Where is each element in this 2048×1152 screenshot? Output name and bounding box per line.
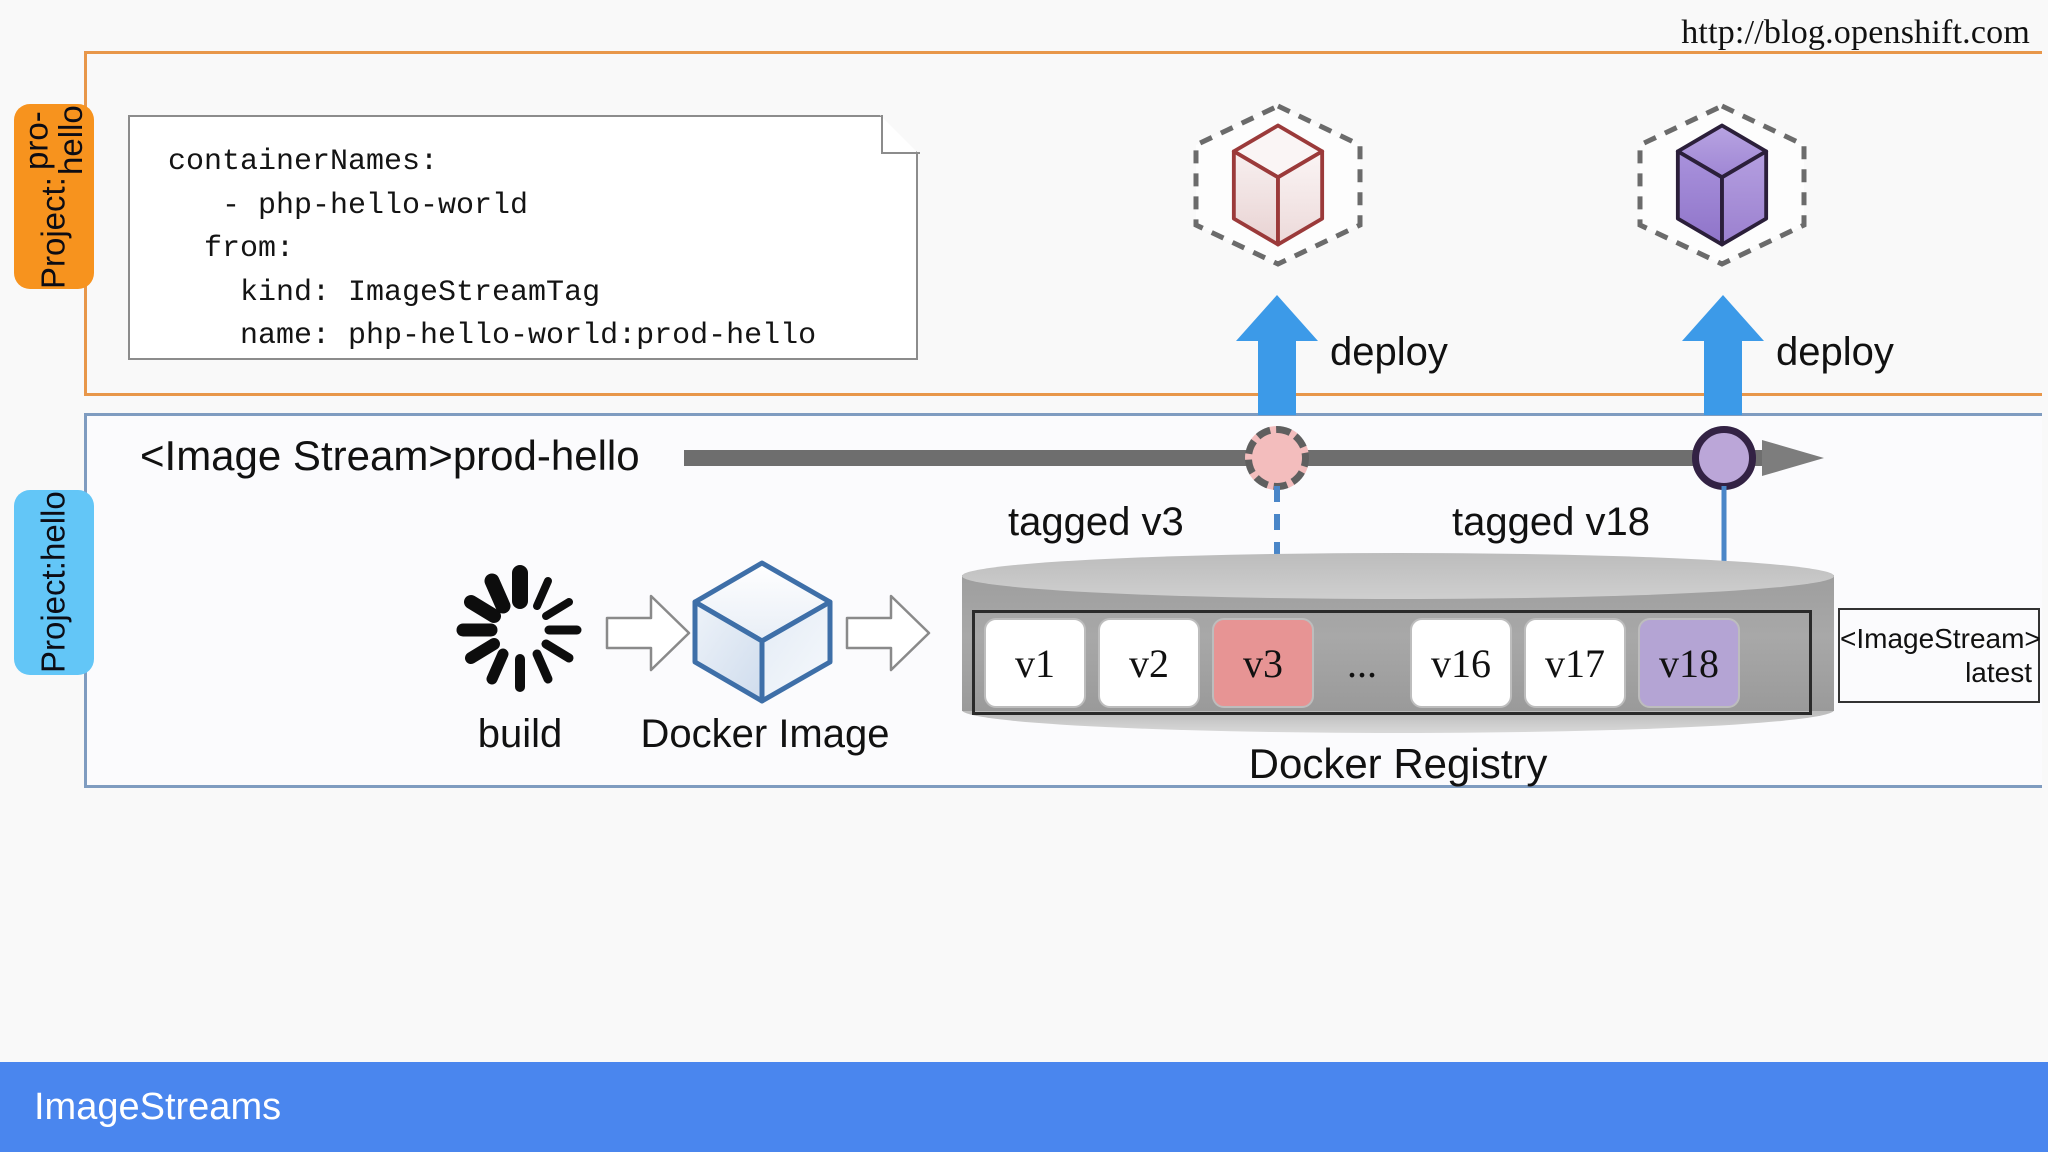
version-box-v1: v1 xyxy=(984,618,1086,708)
project-hello-pill: Project: hello xyxy=(14,490,94,675)
version-box-v16: v16 xyxy=(1410,618,1512,708)
blog-url: http://blog.openshift.com xyxy=(1681,14,2030,51)
version-box-v17: v17 xyxy=(1524,618,1626,708)
docker-image-label: Docker Image xyxy=(640,712,890,756)
deployment-config-code: containerNames: - php-hello-world from: … xyxy=(168,145,817,353)
deploy-label-right: deploy xyxy=(1776,330,1894,374)
pill-line-2: hello xyxy=(34,491,72,562)
deploy-label-left: deploy xyxy=(1330,330,1448,374)
version-box-v3: v3 xyxy=(1212,618,1314,708)
flow-arrow-1-icon xyxy=(605,594,691,672)
stream-node-v3 xyxy=(1245,426,1309,490)
cylinder-top xyxy=(962,553,1834,599)
latest-line-1: <ImageStream> xyxy=(1840,623,2041,655)
image-stream-timeline-axis xyxy=(684,440,1824,476)
pod-cube-purple-icon xyxy=(1675,123,1769,247)
project-pro-hello-pill: Project: pro- hello xyxy=(14,104,94,289)
docker-registry-label: Docker Registry xyxy=(1248,740,1548,787)
image-stream-label: <Image Stream>prod-hello xyxy=(140,432,640,479)
version-box-v2: v2 xyxy=(1098,618,1200,708)
tagged-v18-label: tagged v18 xyxy=(1452,500,1650,544)
deployment-config-note: containerNames: - php-hello-world from: … xyxy=(128,115,918,360)
latest-line-2: latest xyxy=(1965,656,2032,688)
deploy-arrow-right-icon xyxy=(1682,295,1764,415)
deploy-arrow-left-icon xyxy=(1236,295,1318,415)
tagged-v3-label: tagged v3 xyxy=(1008,500,1184,544)
pod-cube-red-icon xyxy=(1231,123,1325,247)
pill-line-1: Project: xyxy=(34,561,72,674)
version-ellipsis: ... xyxy=(1347,640,1377,686)
build-spinner-icon xyxy=(456,565,582,692)
deploy-target-left xyxy=(1188,100,1368,270)
pill-line-1: Project: xyxy=(34,177,72,289)
note-fold-icon xyxy=(881,115,920,154)
footer-bar xyxy=(0,1062,2048,1152)
stream-node-v18 xyxy=(1692,426,1756,490)
flow-arrow-2-icon xyxy=(845,594,931,672)
pill-line-2: pro- hello xyxy=(17,105,89,176)
footer-title: ImageStreams xyxy=(34,1086,282,1128)
imagestream-latest-callout: <ImageStream> latest xyxy=(1838,608,2041,703)
version-track xyxy=(972,610,1812,715)
docker-image-cube-icon xyxy=(692,560,833,704)
build-label: build xyxy=(477,712,563,756)
version-box-v18: v18 xyxy=(1638,618,1740,708)
deploy-target-right xyxy=(1632,100,1812,270)
